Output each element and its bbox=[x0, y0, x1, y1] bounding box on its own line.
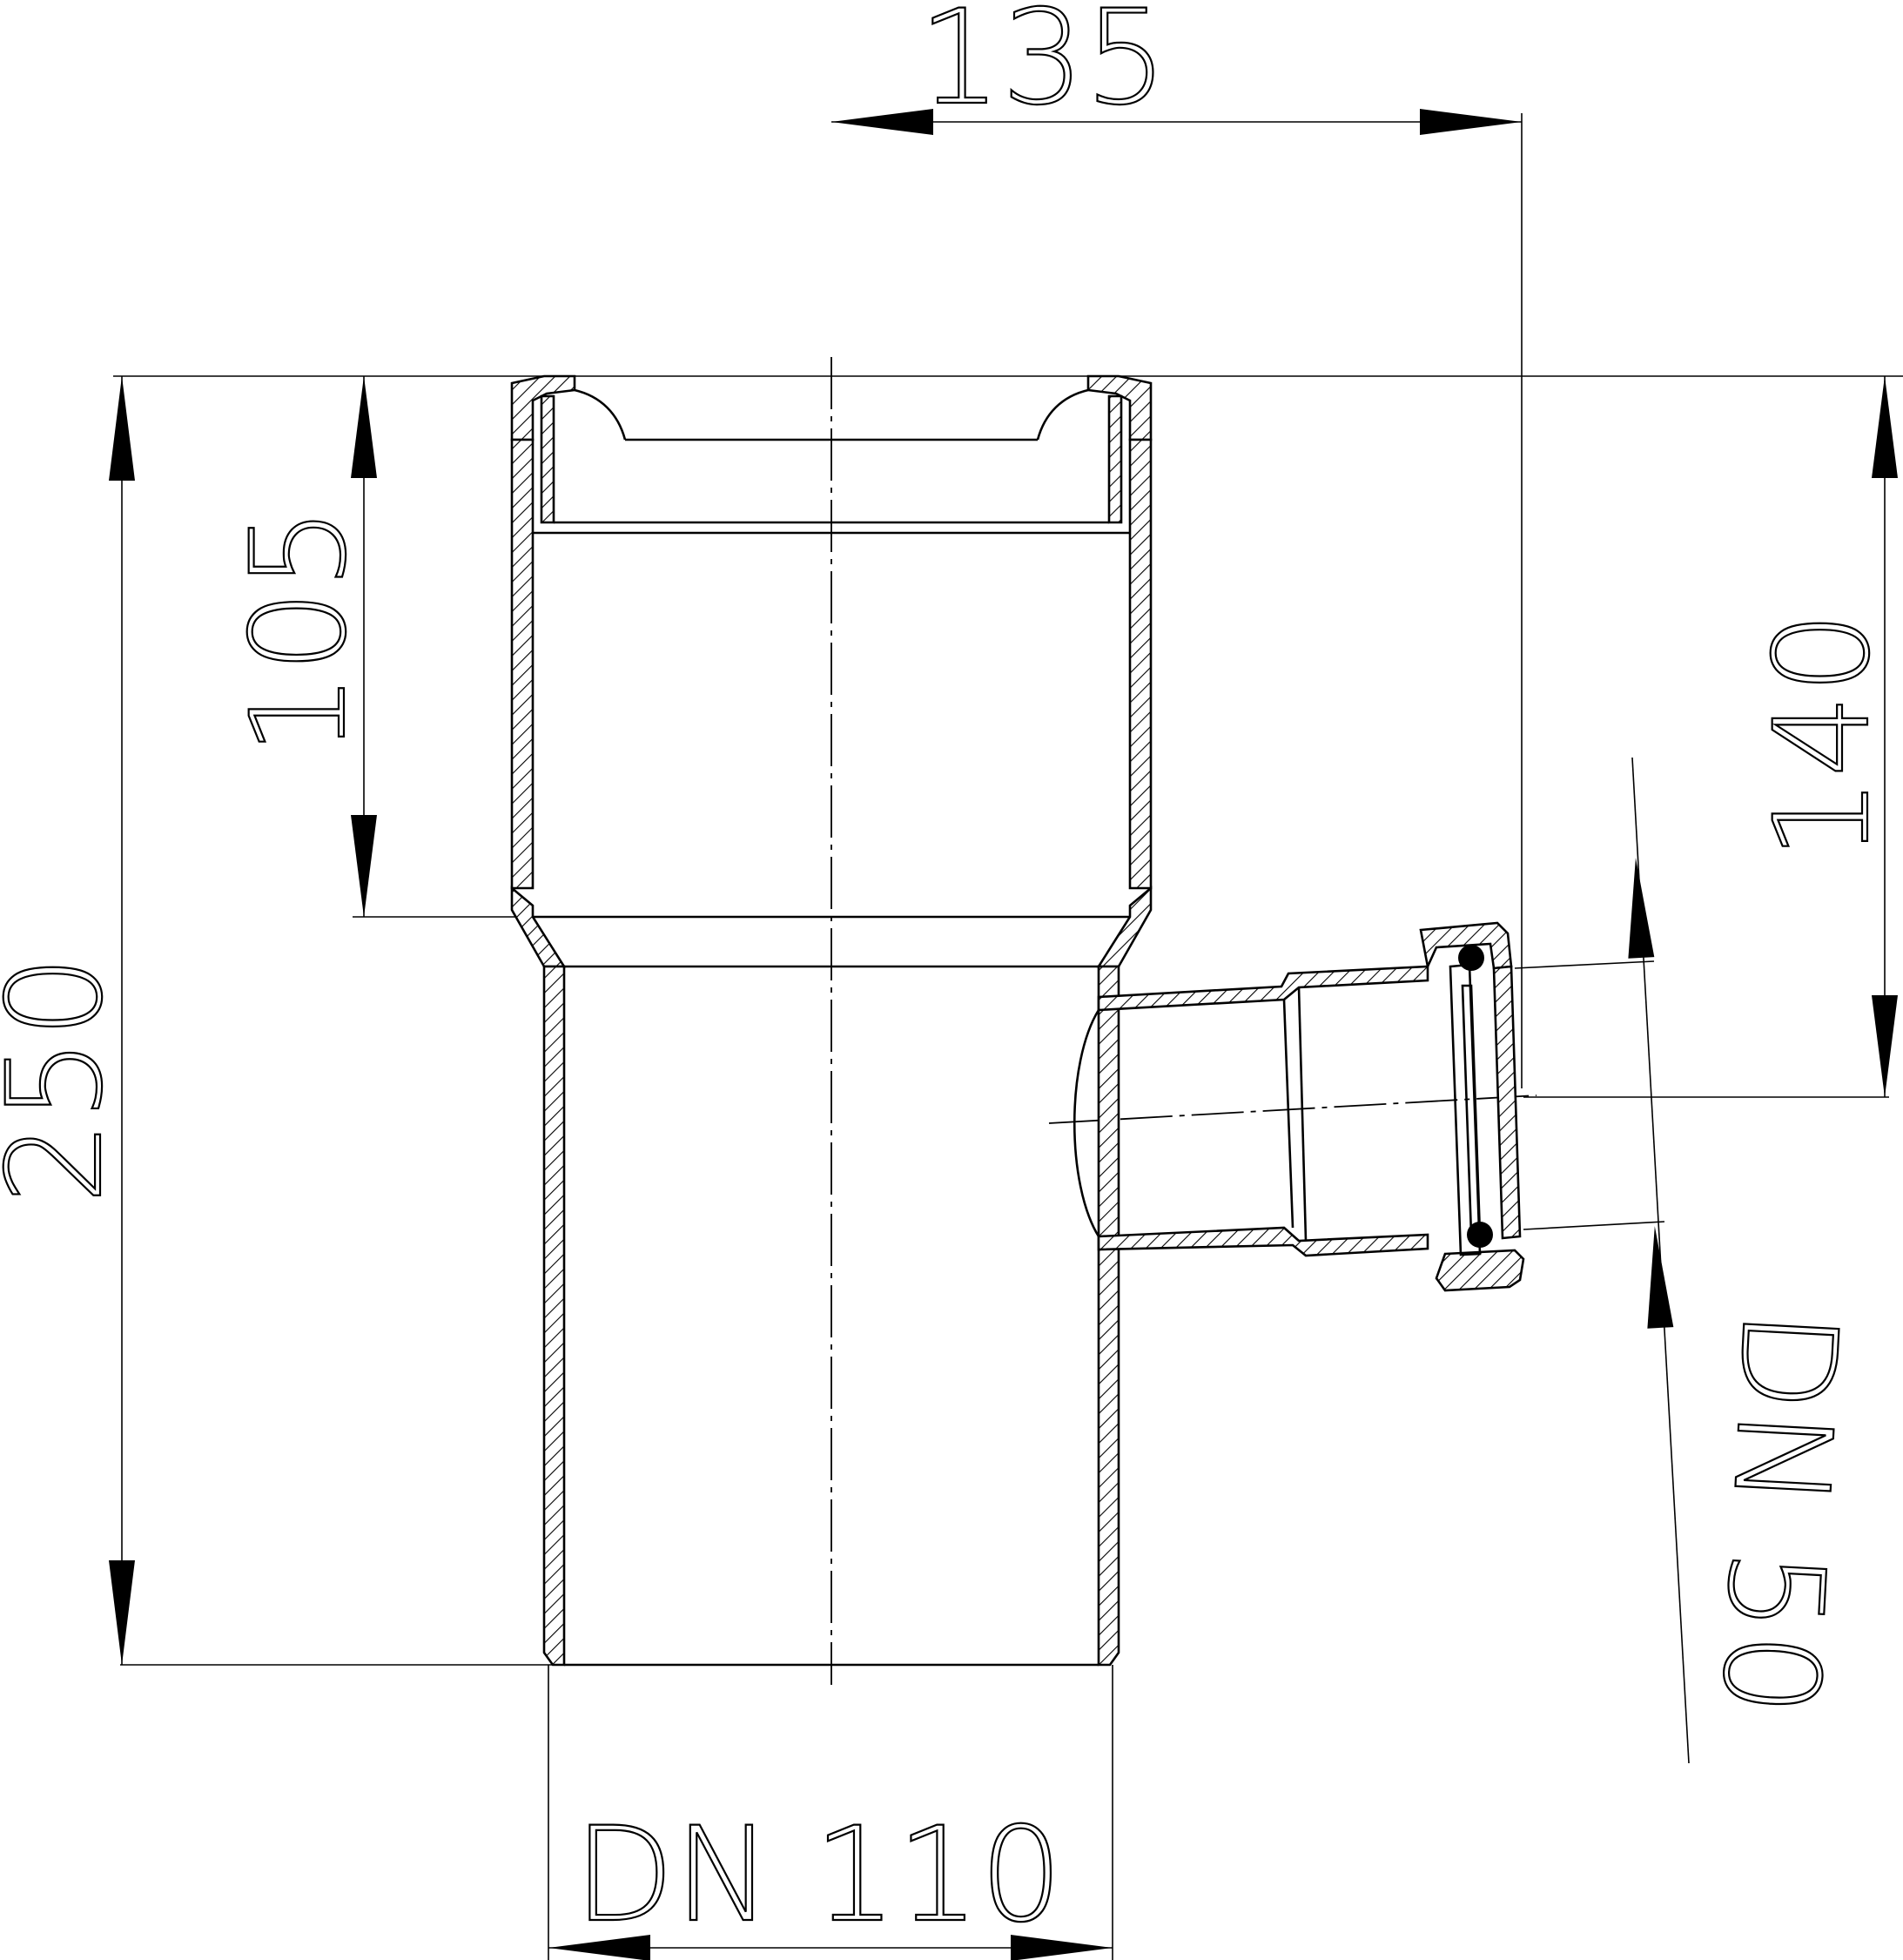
dimension-dn110: DN 110 bbox=[548, 1799, 1113, 1960]
o-ring-bottom bbox=[1467, 1222, 1493, 1248]
main-pipe bbox=[510, 374, 1153, 1667]
o-ring-top bbox=[1458, 945, 1484, 971]
extension-lines bbox=[113, 113, 1903, 1960]
dimension-label-dn50: DN 50 bbox=[1692, 1306, 1865, 1720]
dimension-label-250: 250 bbox=[0, 955, 131, 1204]
dimension-135: 135 bbox=[831, 0, 1522, 135]
dimension-label-dn110: DN 110 bbox=[574, 1800, 1063, 1951]
dimension-140: 140 bbox=[1746, 376, 1900, 1097]
branch-pipe bbox=[1073, 921, 1525, 1292]
dimension-dn50: DN 50 bbox=[1628, 757, 1866, 1764]
dimension-250: 250 bbox=[0, 376, 135, 1665]
center-lines bbox=[830, 357, 1537, 1685]
dimension-label-140: 140 bbox=[1747, 611, 1899, 860]
dimension-105: 105 bbox=[223, 376, 377, 917]
dimension-label-105: 105 bbox=[224, 507, 375, 756]
dimension-label-135: 135 bbox=[918, 0, 1167, 134]
